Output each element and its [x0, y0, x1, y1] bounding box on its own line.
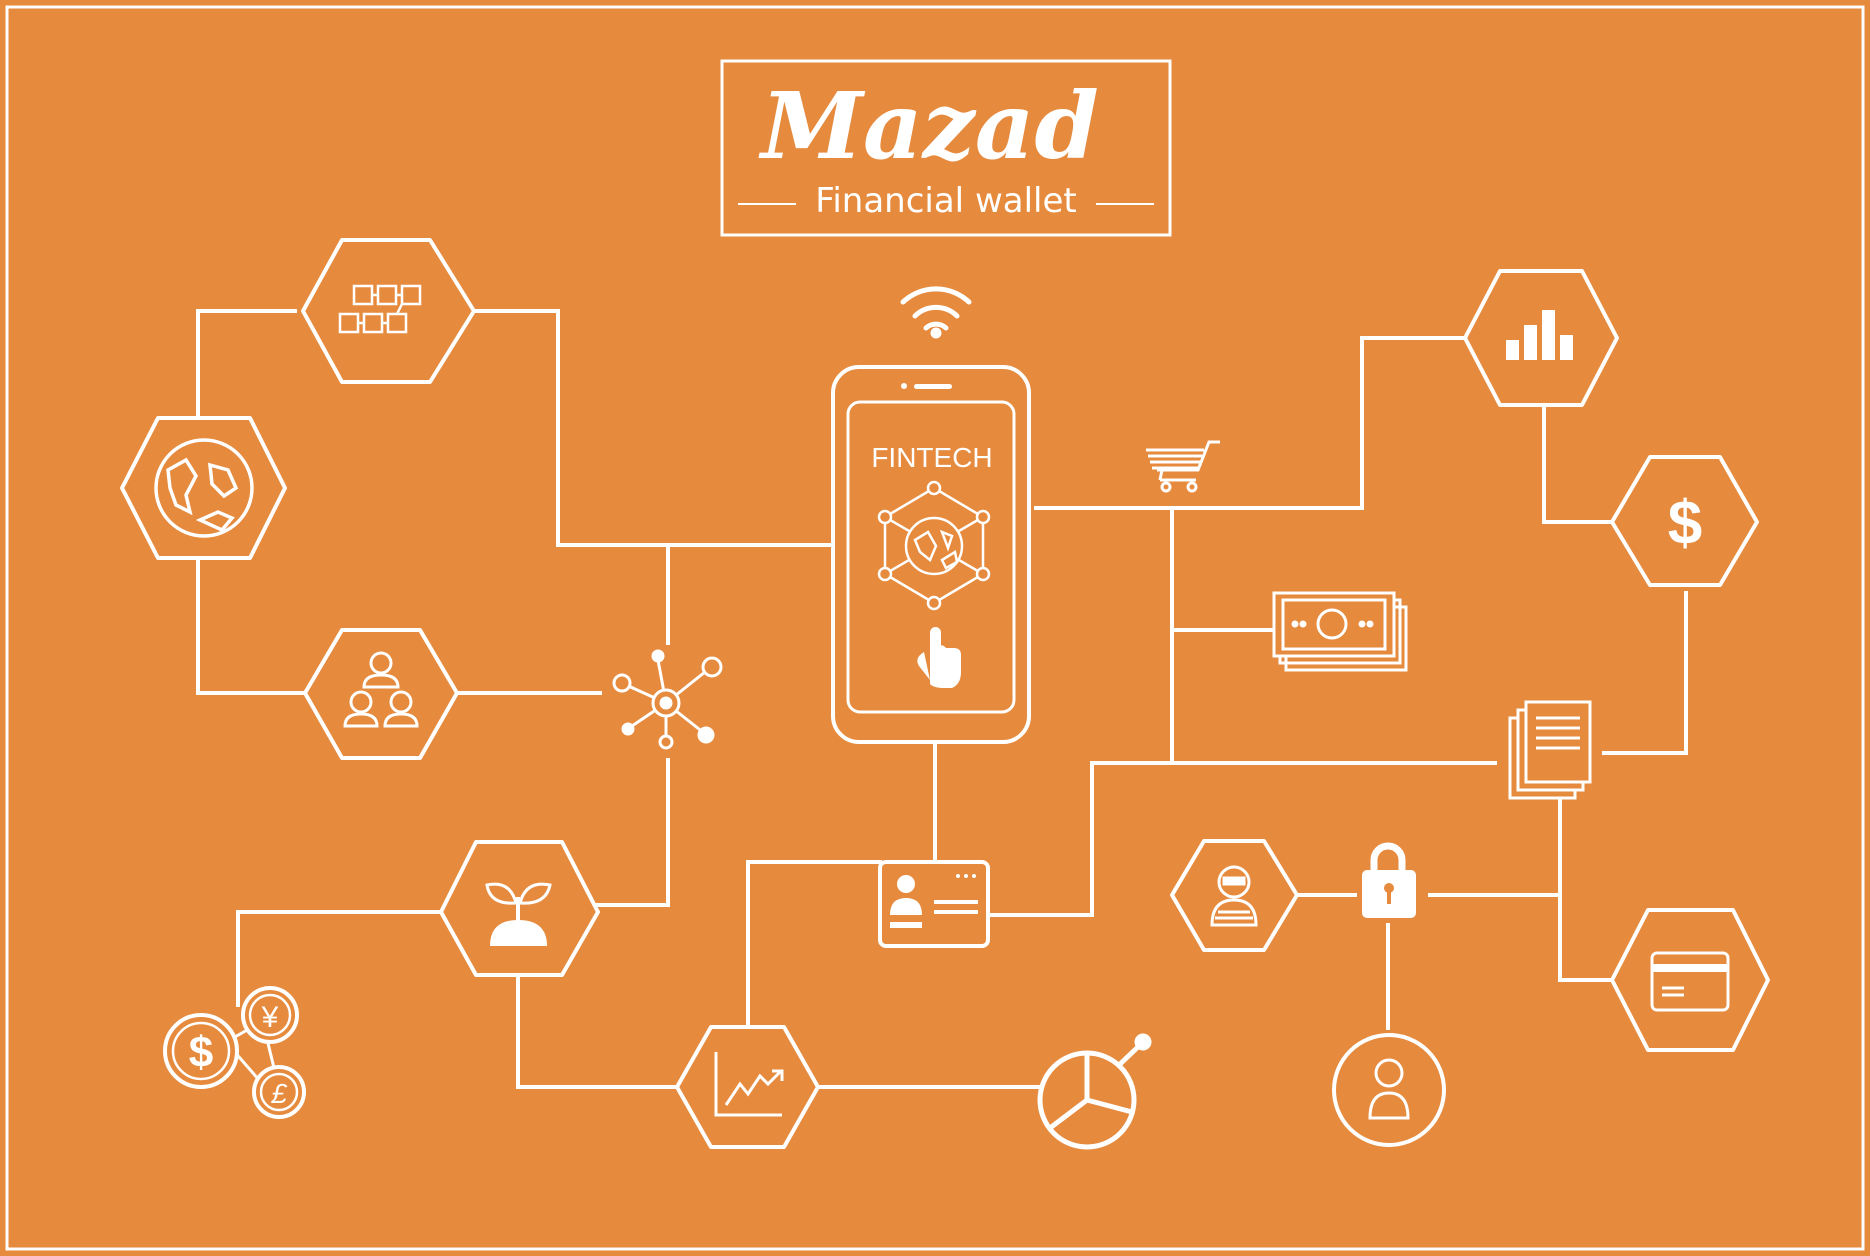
brand-box: Mazad Financial wallet — [720, 59, 1172, 237]
plant-growth-icon — [485, 882, 552, 946]
user-circle-icon — [1332, 1033, 1446, 1147]
phone-body — [831, 365, 1031, 744]
user-avatar-icon — [1210, 865, 1258, 927]
blockchain-icon — [338, 284, 422, 334]
connector-lines — [196, 309, 1688, 1089]
wifi-icon — [900, 286, 972, 339]
network-globe-icon — [877, 480, 991, 611]
phone: FINTECH — [831, 365, 1031, 744]
globe-icon — [154, 438, 254, 538]
brand-logo: Mazad — [758, 72, 1099, 180]
credit-card-hex — [1610, 908, 1770, 1052]
shopping-cart-icon — [1146, 440, 1220, 493]
id-card-icon — [878, 860, 990, 948]
stock-chart-icon — [714, 1052, 784, 1117]
stock-chart-hex — [675, 1025, 820, 1149]
padlock-icon — [1362, 842, 1416, 918]
phone-speaker — [914, 384, 952, 389]
yen-coin-symbol: ¥ — [261, 1001, 279, 1034]
cash-stack-icon — [1272, 591, 1408, 672]
hub-network-icon — [612, 649, 723, 750]
brand-subtitle: Financial wallet — [815, 181, 1076, 221]
user-hex — [1170, 839, 1299, 952]
brand-frame — [720, 59, 1172, 237]
bar-chart-icon — [1506, 310, 1573, 360]
pie-chart-icon — [1037, 1033, 1152, 1150]
hex-nodes — [120, 238, 1770, 1149]
dollar-hex — [1610, 455, 1759, 587]
phone-screen — [846, 400, 1016, 714]
team-icon — [343, 651, 419, 728]
hand-pointer-icon — [917, 627, 961, 688]
dollar-icon: $ — [1668, 489, 1702, 558]
phone-screen-title: FINTECH — [871, 442, 992, 473]
globe-hex — [120, 416, 287, 560]
growth-hex — [439, 840, 600, 977]
documents-icon — [1508, 700, 1592, 800]
outer-frame — [5, 5, 1865, 1251]
bar-chart-hex — [1463, 269, 1619, 407]
dollar-coin-icon — [163, 1013, 239, 1089]
currency-exchange-icon: $ ¥ £ — [163, 986, 306, 1119]
dollar-coin-symbol: $ — [189, 1028, 213, 1077]
blockchain-hex — [301, 238, 476, 384]
pound-coin-symbol: £ — [270, 1078, 288, 1109]
team-hex — [303, 628, 459, 760]
credit-card-icon — [1650, 951, 1730, 1012]
